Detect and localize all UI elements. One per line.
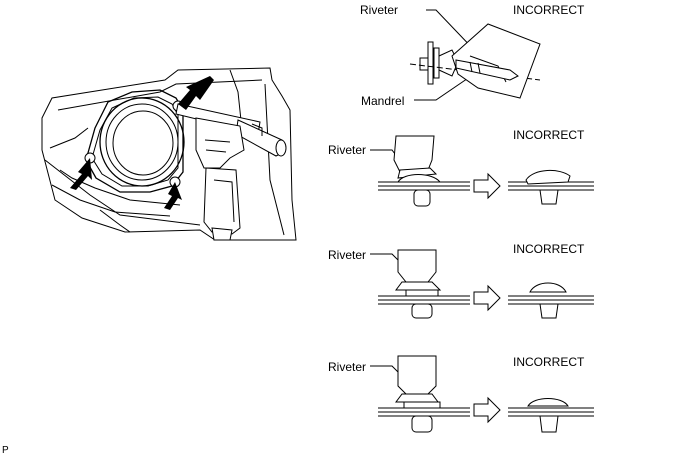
status-label-2: INCORRECT [513, 128, 585, 142]
riveter-label-1: Riveter [360, 3, 399, 17]
riveter-label-2: Riveter [328, 143, 367, 157]
mandrel-label: Mandrel [361, 94, 405, 108]
rivet-panel-4 [370, 355, 594, 433]
arrow-rivet-left [70, 158, 92, 190]
rivet-panel-1 [409, 9, 541, 101]
corner-code: P [2, 445, 9, 456]
riveter-label-4: Riveter [328, 360, 367, 374]
arrow-rivet-top [178, 76, 214, 110]
status-label-1: INCORRECT [513, 3, 585, 17]
status-label-3: INCORRECT [513, 242, 585, 256]
panel-illustration [41, 67, 297, 241]
status-label-4: INCORRECT [513, 355, 585, 369]
arrow-rivet-bottom [164, 182, 182, 210]
riveter-label-3: Riveter [328, 248, 367, 262]
rivet-panel-2 [370, 135, 594, 207]
rivet-panel-3 [370, 249, 594, 319]
